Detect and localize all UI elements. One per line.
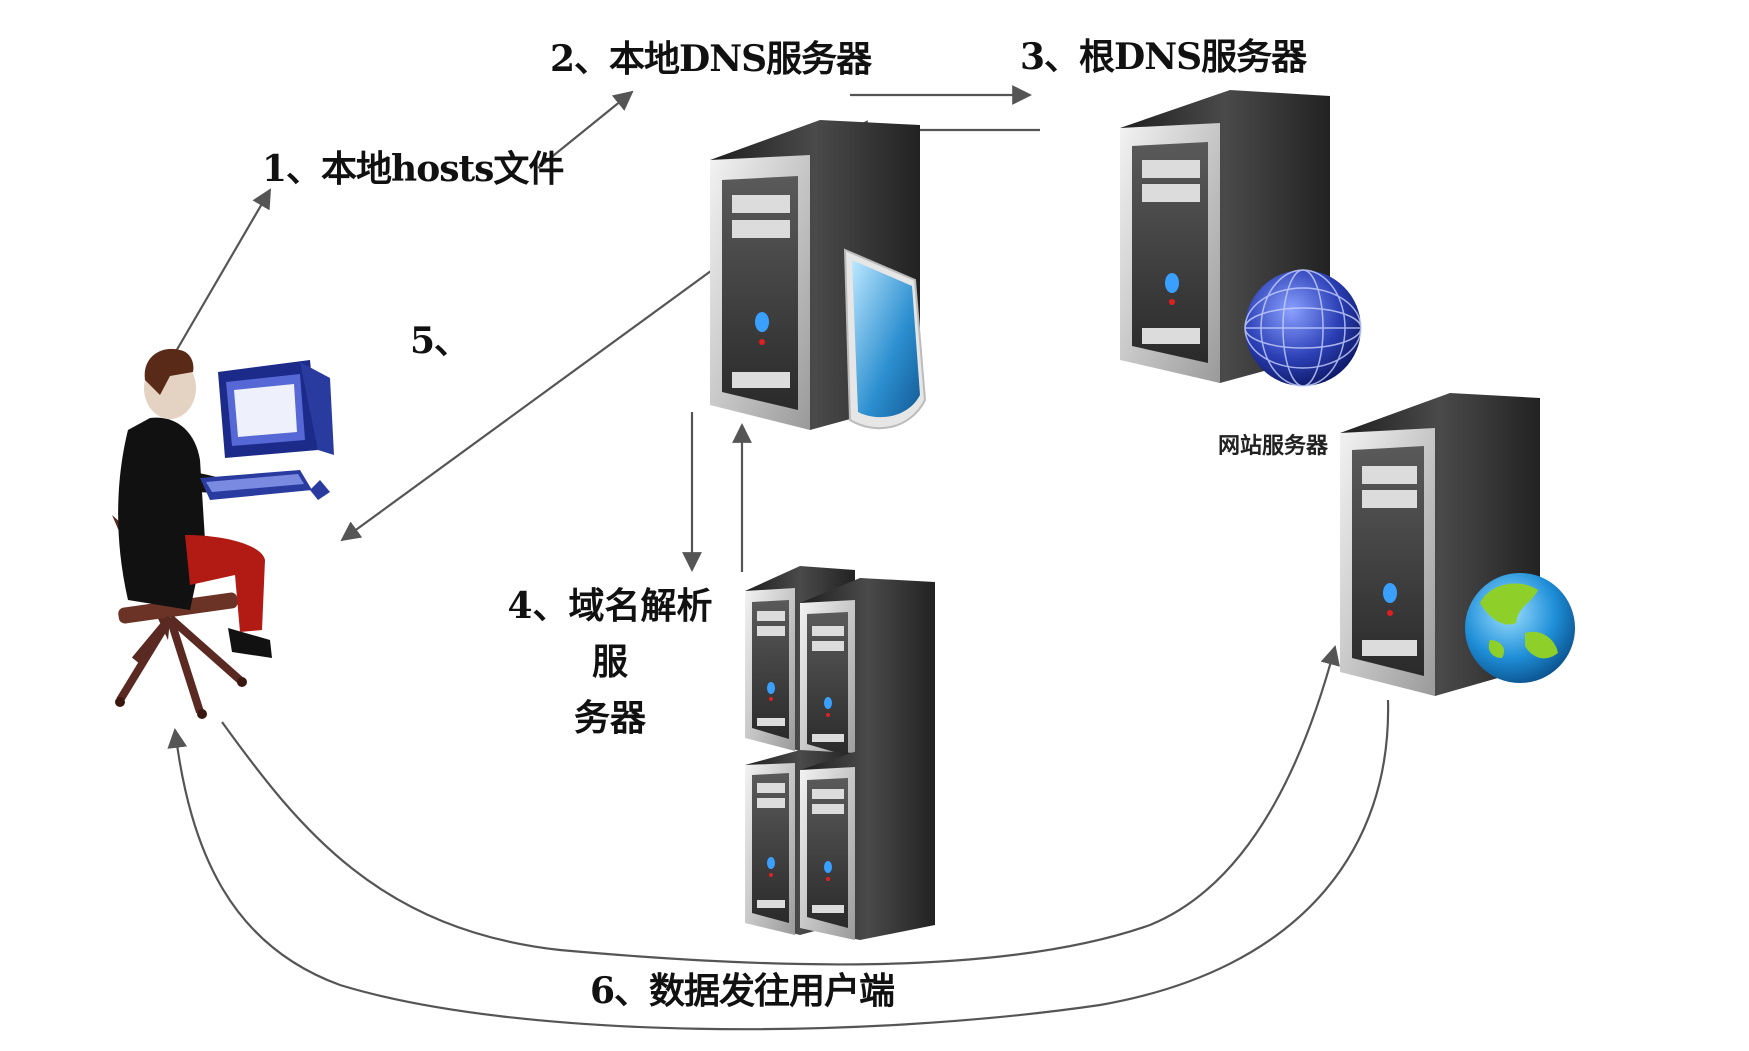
arrow-hosts-to-local-dns bbox=[537, 90, 634, 169]
label-website-server: 网站服务器 bbox=[1218, 434, 1329, 459]
label-step4-resolver: 4、域名解析服 务器 bbox=[490, 578, 730, 746]
arrow-user-to-hosts bbox=[174, 188, 271, 354]
arrow-website-to-user bbox=[167, 699, 1390, 1031]
label-step1-hosts-file: 1、本地hosts文件 bbox=[262, 148, 564, 190]
server-with-shield-icon bbox=[710, 120, 927, 430]
server-with-earth-icon bbox=[1340, 393, 1575, 696]
label-step2-local-dns: 2、本地DNS服务器 bbox=[550, 38, 872, 80]
label-step5: 5、 bbox=[410, 320, 470, 362]
person-at-computer-icon bbox=[112, 348, 334, 719]
cluster-server-4 bbox=[800, 750, 935, 940]
label-step3-root-dns: 3、根DNS服务器 bbox=[1020, 36, 1307, 78]
arrows bbox=[167, 85, 1390, 1031]
arrow-local-dns-to-user bbox=[340, 267, 716, 542]
cluster-server-2 bbox=[800, 578, 935, 768]
label-step4-line2: 务器 bbox=[573, 697, 646, 739]
arrow-user-to-website bbox=[221, 645, 1340, 966]
server-with-globe-icon bbox=[1120, 90, 1362, 387]
label-step4-line1: 4、域名解析服 bbox=[507, 585, 713, 683]
server-cluster-icon bbox=[745, 566, 935, 940]
label-step6-data-to-user: 6、数据发往用户端 bbox=[590, 970, 895, 1012]
